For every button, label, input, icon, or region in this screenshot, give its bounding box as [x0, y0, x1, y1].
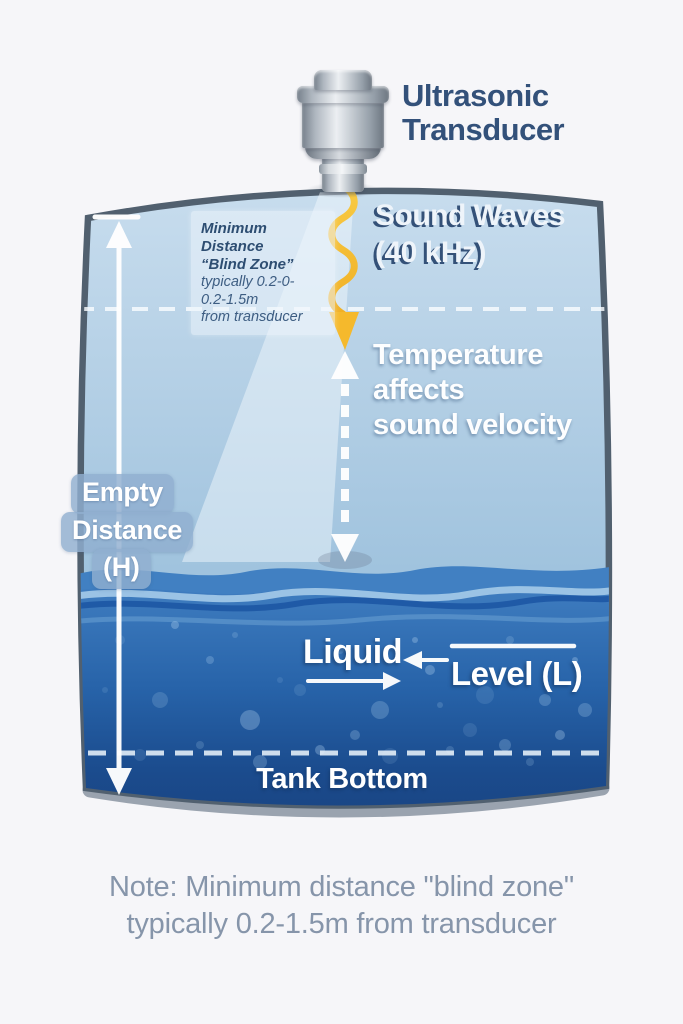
blind-zone-line-3: “Blind Zone”	[201, 256, 294, 273]
bubble	[371, 701, 389, 719]
transducer-neck-ring	[319, 164, 367, 174]
bubble	[382, 748, 398, 764]
blind-zone-panel: Minimum Distance “Blind Zone” typically …	[191, 211, 335, 335]
bubble	[102, 687, 108, 693]
bubble	[196, 741, 204, 749]
bubble	[555, 730, 565, 740]
bubble	[499, 739, 511, 751]
bubble	[539, 694, 551, 706]
blind-zone-line-1: Minimum	[201, 220, 267, 237]
bubble	[294, 684, 306, 696]
blind-zone-line-2: Distance	[201, 238, 264, 255]
bubble	[526, 758, 534, 766]
bubble	[232, 632, 238, 638]
bubble	[476, 686, 494, 704]
bubble	[350, 730, 360, 740]
bubble	[134, 749, 146, 761]
transducer-collar	[297, 86, 389, 103]
empty-distance-label-3: (H)	[92, 549, 151, 589]
empty-distance-label-2: Distance	[61, 512, 194, 552]
bubble	[277, 677, 283, 683]
title: Ultrasonic Transducer	[402, 78, 565, 147]
bubble	[171, 621, 179, 629]
temperature-label: Temperature affects sound velocity	[373, 339, 572, 441]
bubble	[152, 692, 168, 708]
tank-bottom-label: Tank Bottom	[256, 763, 428, 795]
bubble	[578, 703, 592, 717]
water-wave-light	[80, 586, 609, 603]
bubble	[506, 636, 514, 644]
bubble	[425, 665, 435, 675]
liquid-pointer-left-head	[403, 651, 422, 669]
transducer-neck	[322, 156, 364, 192]
blind-zone-line-6: from transducer	[201, 309, 303, 325]
liquid-pointer-right-head	[383, 672, 401, 690]
bubble	[463, 723, 477, 737]
transducer-taper	[305, 146, 381, 159]
blind-zone-line-4: typically 0.2-0-	[201, 274, 295, 290]
blind-zone-line-5: 0.2-1.5m	[201, 291, 259, 308]
water-wave-soft	[80, 614, 609, 626]
bubble	[572, 657, 578, 663]
bubble	[253, 755, 267, 769]
liquid-label: Liquid	[303, 633, 402, 671]
note-text: Note: Minimum distance "blind zone" typi…	[109, 871, 574, 940]
bubble	[206, 656, 214, 664]
transducer-body	[302, 101, 384, 148]
water-wave-dark	[80, 595, 609, 612]
transducer-cap	[314, 70, 372, 90]
bubble	[336, 646, 344, 654]
bubble	[412, 637, 418, 643]
empty-distance-label-1: Empty	[71, 474, 175, 514]
bubble	[240, 710, 260, 730]
level-label: Level (L)	[451, 655, 583, 692]
liquid-level-pointers	[306, 643, 577, 690]
transducer-device	[297, 70, 389, 198]
temperature-range-arrow	[331, 351, 359, 562]
bubble	[437, 702, 443, 708]
sound-waves-label: Sound Waves (40 kHz)	[375, 199, 566, 269]
